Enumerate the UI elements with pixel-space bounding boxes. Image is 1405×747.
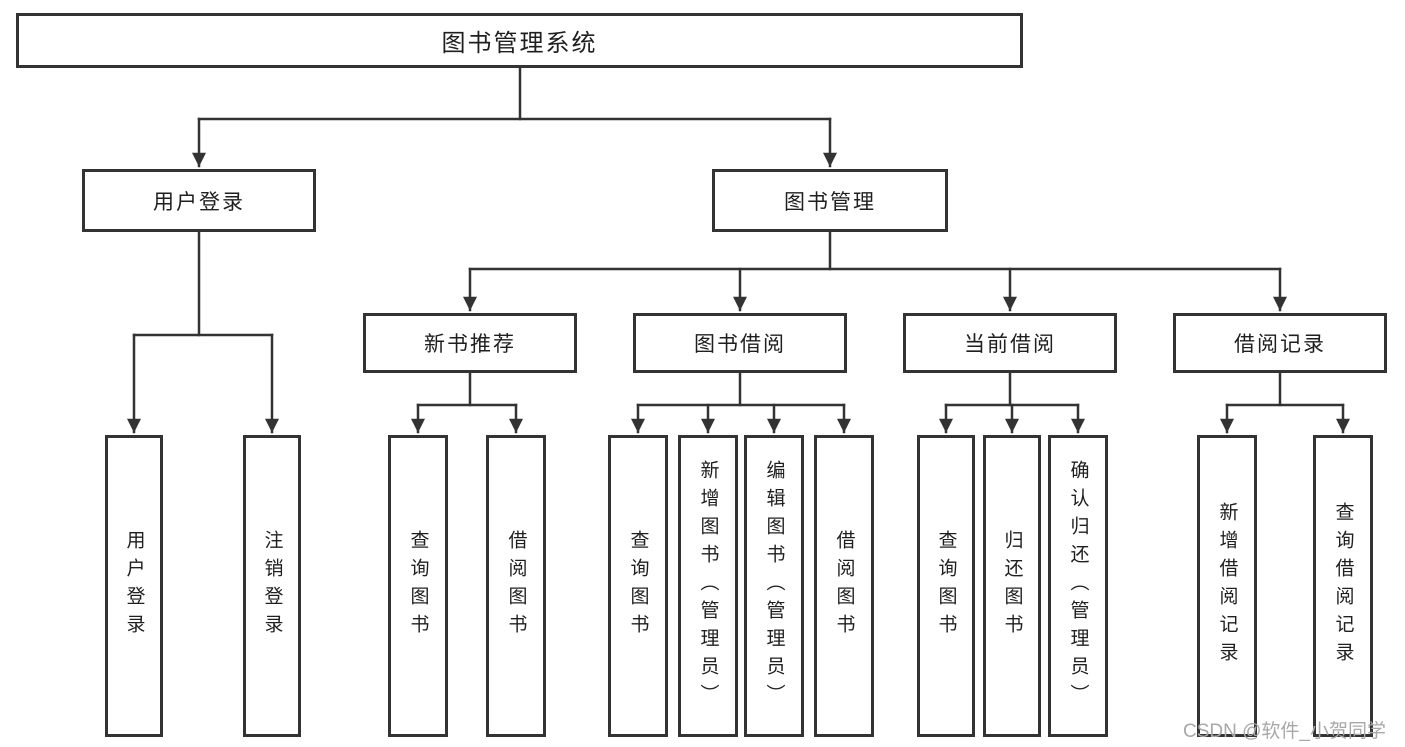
node-user-login-label: 用户登录 [153, 190, 245, 214]
node-leaf-user-login: 用户登录 [105, 435, 163, 737]
node-current-borrowing: 当前借阅 [903, 313, 1117, 373]
node-user-login: 用户登录 [82, 169, 316, 232]
node-leaf-confirm-return-admin-label: 确认归还（管理员） [1067, 460, 1089, 712]
node-leaf-add-books-admin: 新增图书（管理员） [678, 435, 738, 737]
node-borrowing-records-label: 借阅记录 [1234, 333, 1326, 356]
node-leaf-logout: 注销登录 [243, 435, 301, 737]
node-leaf-query-books-current: 查询图书 [917, 435, 975, 737]
node-leaf-query-books-rec-label: 查询图书 [407, 530, 429, 642]
node-leaf-confirm-return-admin: 确认归还（管理员） [1048, 435, 1108, 737]
node-current-borrowing-label: 当前借阅 [964, 333, 1056, 356]
node-book-management-label: 图书管理 [784, 190, 876, 214]
node-book-borrowing-label: 图书借阅 [694, 333, 786, 356]
node-leaf-return-books: 归还图书 [983, 435, 1041, 737]
node-leaf-query-borrow-record: 查询借阅记录 [1313, 435, 1373, 737]
node-leaf-query-books-current-label: 查询图书 [935, 530, 957, 642]
node-leaf-add-borrow-record: 新增借阅记录 [1197, 435, 1257, 737]
node-leaf-borrow-books-borrow-label: 借阅图书 [833, 530, 855, 642]
node-leaf-user-login-label: 用户登录 [123, 530, 145, 642]
node-leaf-add-borrow-record-label: 新增借阅记录 [1216, 502, 1238, 670]
node-new-book-recommendation: 新书推荐 [363, 313, 577, 373]
node-leaf-query-books-borrow: 查询图书 [608, 435, 668, 737]
node-leaf-add-books-admin-label: 新增图书（管理员） [697, 460, 719, 712]
node-borrowing-records: 借阅记录 [1173, 313, 1387, 373]
node-leaf-query-books-borrow-label: 查询图书 [627, 530, 649, 642]
node-book-management: 图书管理 [712, 169, 948, 232]
node-leaf-edit-books-admin-label: 编辑图书（管理员） [763, 460, 785, 712]
node-new-book-recommendation-label: 新书推荐 [424, 333, 516, 356]
node-leaf-return-books-label: 归还图书 [1001, 530, 1023, 642]
node-leaf-edit-books-admin: 编辑图书（管理员） [744, 435, 804, 737]
node-leaf-borrow-books-rec-label: 借阅图书 [505, 530, 527, 642]
node-root: 图书管理系统 [16, 13, 1023, 68]
node-leaf-query-borrow-record-label: 查询借阅记录 [1332, 502, 1354, 670]
watermark: CSDN @软件_小贺同学 [1183, 721, 1386, 742]
node-leaf-borrow-books-rec: 借阅图书 [486, 435, 546, 737]
node-leaf-logout-label: 注销登录 [261, 530, 283, 642]
node-book-borrowing: 图书借阅 [633, 313, 847, 373]
node-leaf-borrow-books-borrow: 借阅图书 [814, 435, 874, 737]
node-root-label: 图书管理系统 [441, 30, 598, 57]
node-leaf-query-books-rec: 查询图书 [388, 435, 448, 737]
